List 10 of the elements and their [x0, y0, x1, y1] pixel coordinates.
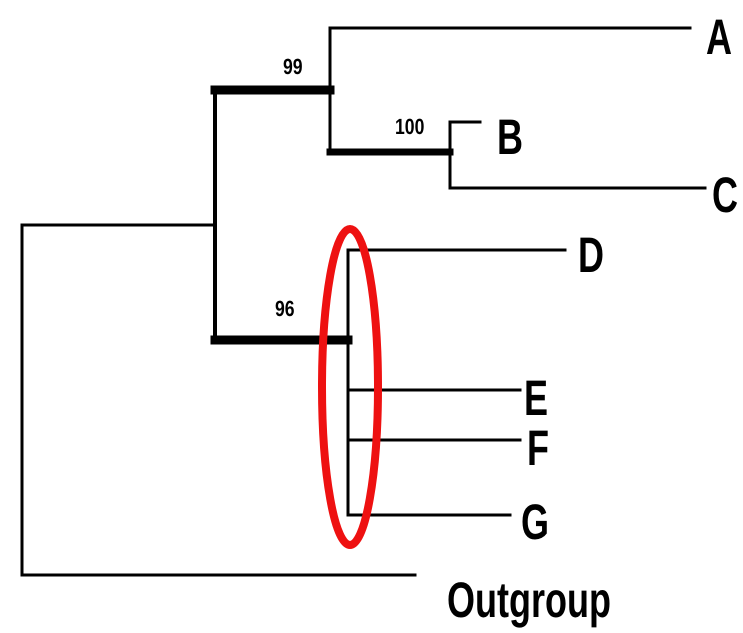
taxon-label: C	[712, 170, 738, 220]
support-value: 99	[283, 56, 303, 78]
taxon-label: D	[578, 230, 604, 280]
support-value: 100	[395, 116, 424, 138]
support-value: 96	[275, 298, 295, 320]
taxon-label: A	[706, 12, 732, 62]
taxon-label: F	[527, 423, 549, 473]
taxon-label: G	[521, 497, 550, 547]
taxon-label: E	[524, 373, 548, 423]
taxon-label: B	[497, 112, 523, 162]
